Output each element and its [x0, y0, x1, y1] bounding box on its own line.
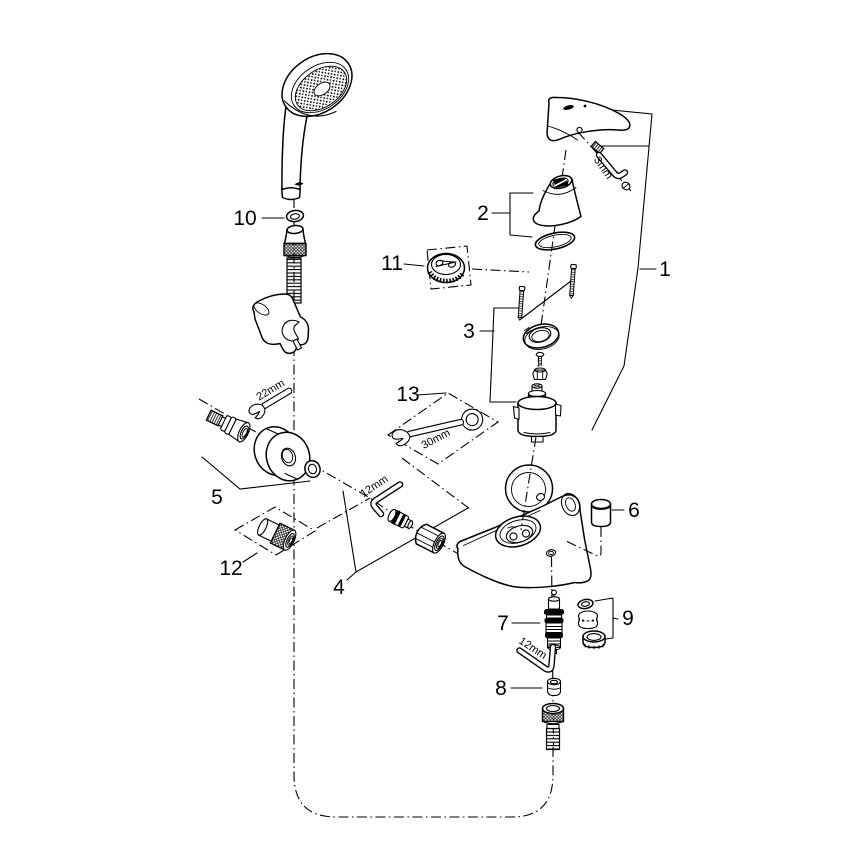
- handle-cap-screw: [621, 181, 631, 191]
- callout-7: 7: [497, 612, 509, 635]
- hose-nut-knurl: [283, 242, 307, 257]
- mounting-screw-right: [569, 263, 577, 299]
- callout-8: 8: [495, 677, 507, 700]
- wrench13-box: [386, 392, 500, 465]
- hex-key-3mm: [595, 151, 629, 180]
- cartridge-lug-right: [554, 403, 562, 417]
- aerator-set-9: [577, 598, 606, 650]
- hand-shower: [281, 52, 353, 201]
- lever-handle: [546, 96, 631, 142]
- callout-5: 5: [211, 486, 223, 509]
- mounting-ring: [522, 323, 560, 350]
- hose-center-line: [293, 198, 554, 818]
- plug-axis-line: [565, 527, 602, 557]
- hose-screw-connector: [541, 702, 565, 751]
- callout-4: 4: [333, 576, 345, 599]
- adapter-12: [233, 506, 317, 556]
- escutcheon-flange: [253, 426, 311, 482]
- callout-1: 1: [659, 258, 671, 281]
- hose-nut-8: [546, 677, 562, 697]
- cap11-axis-line: [471, 268, 530, 273]
- bracket-hook-slot: [281, 319, 300, 342]
- wrench13-axis-line: [401, 457, 471, 510]
- flow-cap-11: [426, 245, 472, 290]
- diverter-cartridge-7: [544, 589, 564, 655]
- union-nut: [414, 523, 446, 554]
- cap-o-ring: [534, 231, 576, 251]
- axis-into-body: [520, 436, 537, 531]
- s-union-nipple: [205, 409, 251, 443]
- callout-12: 12: [219, 557, 242, 580]
- adapter-axis-line: [316, 497, 371, 529]
- flange-washer: [304, 459, 321, 479]
- callout-11: 11: [381, 252, 403, 275]
- callout-labels: 1 2 3 4 5 6 7 8 9 10 11 12 13 3mm: [211, 155, 671, 700]
- callout-2: 2: [477, 202, 489, 225]
- cartridge-fix-screw: [535, 351, 545, 366]
- wall-bracket: [252, 293, 310, 355]
- cartridge-lug-left: [512, 405, 520, 421]
- check-valve: [387, 508, 414, 529]
- mixer-cartridge: [512, 383, 562, 443]
- callout-leaders: [201, 109, 657, 689]
- adapter-box: [233, 506, 317, 556]
- handle-screw-hole: [576, 126, 583, 134]
- cartridge-wrench-30mm: 30mm: [386, 392, 500, 465]
- hose-cone-nut: [283, 224, 307, 258]
- callout-13: 13: [396, 383, 419, 406]
- hex-key-3mm-label: 3mm: [591, 155, 615, 182]
- union-wrench-22mm: 22mm: [248, 377, 293, 420]
- callout-6: 6: [628, 499, 640, 522]
- faucet-body: [456, 464, 592, 589]
- union-hex-key-12mm: 12mm: [358, 473, 404, 518]
- handle-indicator-slot: [563, 105, 574, 110]
- callout-10: 10: [233, 207, 256, 230]
- hose-end-ribs: [545, 727, 561, 751]
- handle-grub-screw: [590, 140, 605, 155]
- callout-3: 3: [463, 320, 475, 343]
- callout-9: 9: [622, 607, 634, 630]
- cap-assembly: [532, 174, 582, 227]
- mounting-screw-left: [517, 285, 526, 321]
- shower-washer-10: [285, 209, 305, 223]
- cartridge-nut: [532, 367, 548, 381]
- plug-6: [590, 498, 612, 528]
